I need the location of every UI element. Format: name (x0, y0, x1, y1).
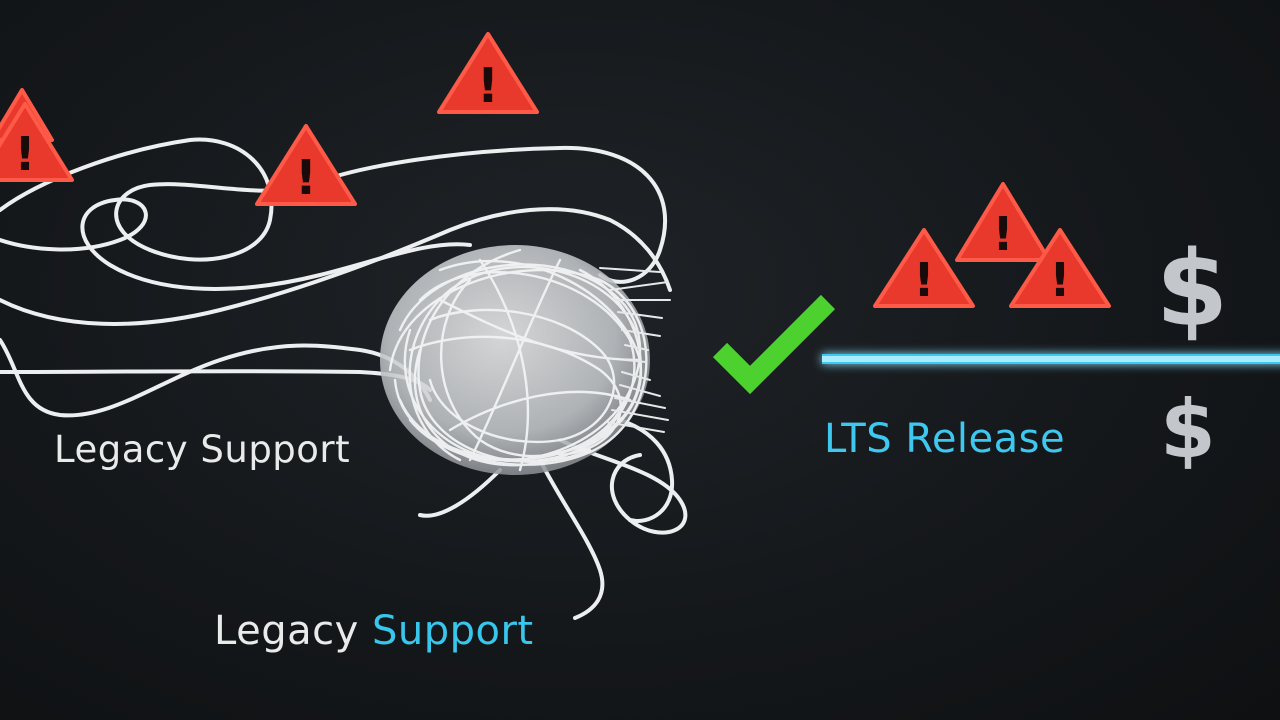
frayed-end (617, 311, 663, 319)
frayed-end (619, 384, 661, 397)
frayed-end (609, 281, 669, 291)
warning-triangle-icon: ! (873, 228, 975, 308)
frayed-end (621, 329, 661, 337)
warning-triangle-icon: ! (955, 182, 1051, 262)
ball-strand (468, 258, 562, 462)
warning-triangle-icon: ! (437, 32, 539, 114)
svg-text:!: ! (477, 58, 499, 114)
frayed-end (605, 421, 665, 433)
wire-lower-loop (0, 338, 432, 418)
wire-tail-right (618, 418, 675, 523)
dollar-sign-icon: $ (1160, 383, 1216, 476)
ball-strand (428, 308, 616, 444)
wire-long-mid (0, 207, 672, 326)
ball-strand (408, 335, 622, 457)
ball-strand (478, 258, 530, 472)
wire-straight (0, 369, 432, 392)
ball-strand (438, 298, 642, 362)
ball-strand (448, 390, 632, 432)
wire-ball (380, 245, 671, 475)
warning-triangle-icon: ! (255, 124, 357, 206)
wire-tail-bottom-2 (418, 468, 502, 518)
svg-text:!: ! (993, 207, 1014, 261)
warning-triangles: ! ! ! ! ! ! (0, 32, 1111, 308)
dollar-sign-icon: $ (1156, 228, 1228, 350)
frayed-end (624, 359, 647, 363)
wire-tail-bottom (538, 458, 605, 620)
warning-triangle-icon: ! (1009, 228, 1111, 308)
warning-triangle-icon: ! (0, 102, 74, 182)
svg-text:!: ! (914, 253, 935, 307)
ball-strand (417, 248, 592, 463)
wire-loop-left (0, 197, 472, 291)
legacy-support-label: Legacy Support (54, 428, 351, 471)
tangled-wires (0, 137, 688, 620)
frayed-end (599, 267, 661, 273)
wire-loop-top (0, 137, 667, 284)
svg-text:!: ! (15, 127, 36, 181)
frayed-end (611, 409, 669, 421)
lts-release-label: LTS Release (824, 416, 1066, 462)
legacy-support-caption: Legacy Support (214, 608, 534, 654)
svg-text:!: ! (295, 150, 317, 206)
frayed-end (614, 397, 666, 409)
ball-strand (398, 268, 642, 461)
lts-line (822, 354, 1280, 364)
frayed-end (624, 344, 649, 351)
legacy-word: Legacy (214, 608, 372, 654)
checkmark-icon (712, 294, 836, 395)
wire-tail-down (558, 438, 688, 535)
svg-text:!: ! (1050, 253, 1071, 307)
support-word: Support (371, 608, 534, 654)
ball-strand (388, 268, 648, 466)
frayed-end (621, 371, 651, 381)
ball-strand (408, 265, 637, 462)
